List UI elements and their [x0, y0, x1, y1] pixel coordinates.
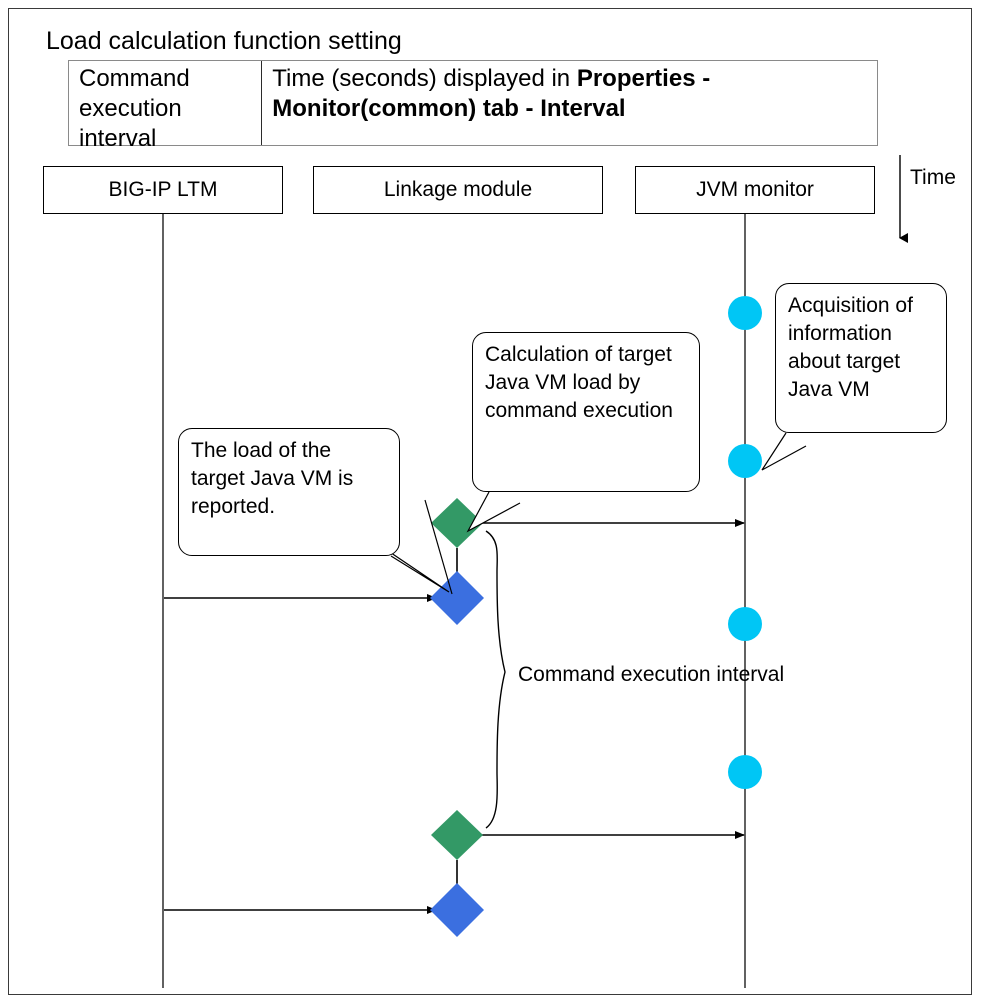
actor-label-linkage-module: Linkage module	[383, 178, 533, 201]
interval-brace-label: Command execution interval	[518, 663, 785, 686]
callout-calculation-text: Calculation of target Java VM load by co…	[485, 343, 673, 422]
callout-acquisition-text: Acquisition of information about target …	[788, 294, 913, 401]
settings-table: Command execution interval Time (seconds…	[68, 60, 878, 152]
page-title: Load calculation function setting	[46, 27, 402, 55]
event-marker-acquisition-2	[728, 444, 762, 478]
actor-box-jvm-monitor: JVM monitor	[635, 166, 875, 214]
interval-description-prefix: Time (seconds) displayed in	[272, 65, 577, 92]
callout-tail-acquisition	[761, 432, 807, 471]
interval-brace	[485, 530, 506, 829]
event-marker-acquisition-1	[728, 296, 762, 330]
command-execution-diamond-1	[431, 498, 483, 548]
load-report-diamond-1	[430, 571, 484, 625]
time-axis-label: Time	[910, 166, 956, 189]
table-cell-command-execution-interval: Command execution interval	[69, 61, 263, 152]
actor-label-jvm-monitor: JVM monitor	[696, 178, 814, 201]
callout-tail-calculation	[466, 491, 521, 533]
callout-report: The load of the target Java VM is report…	[178, 428, 400, 556]
table-cell-interval-description: Time (seconds) displayed in Properties -…	[262, 61, 877, 145]
event-marker-acquisition-4	[728, 755, 762, 789]
interval-description-bold: Properties - Monitor(common) tab - Inter…	[272, 65, 711, 122]
callout-tail-report-extra	[424, 499, 453, 595]
actor-label-bigip-ltm: BIG-IP LTM	[108, 178, 218, 201]
callout-calculation: Calculation of target Java VM load by co…	[472, 332, 700, 492]
callout-acquisition: Acquisition of information about target …	[775, 283, 947, 433]
load-report-diamond-2	[430, 883, 484, 937]
event-marker-acquisition-3	[728, 607, 762, 641]
actor-box-linkage-module: Linkage module	[313, 166, 603, 214]
actor-box-bigip-ltm: BIG-IP LTM	[43, 166, 283, 214]
callout-report-text: The load of the target Java VM is report…	[191, 439, 354, 518]
command-execution-diamond-2	[431, 810, 483, 860]
